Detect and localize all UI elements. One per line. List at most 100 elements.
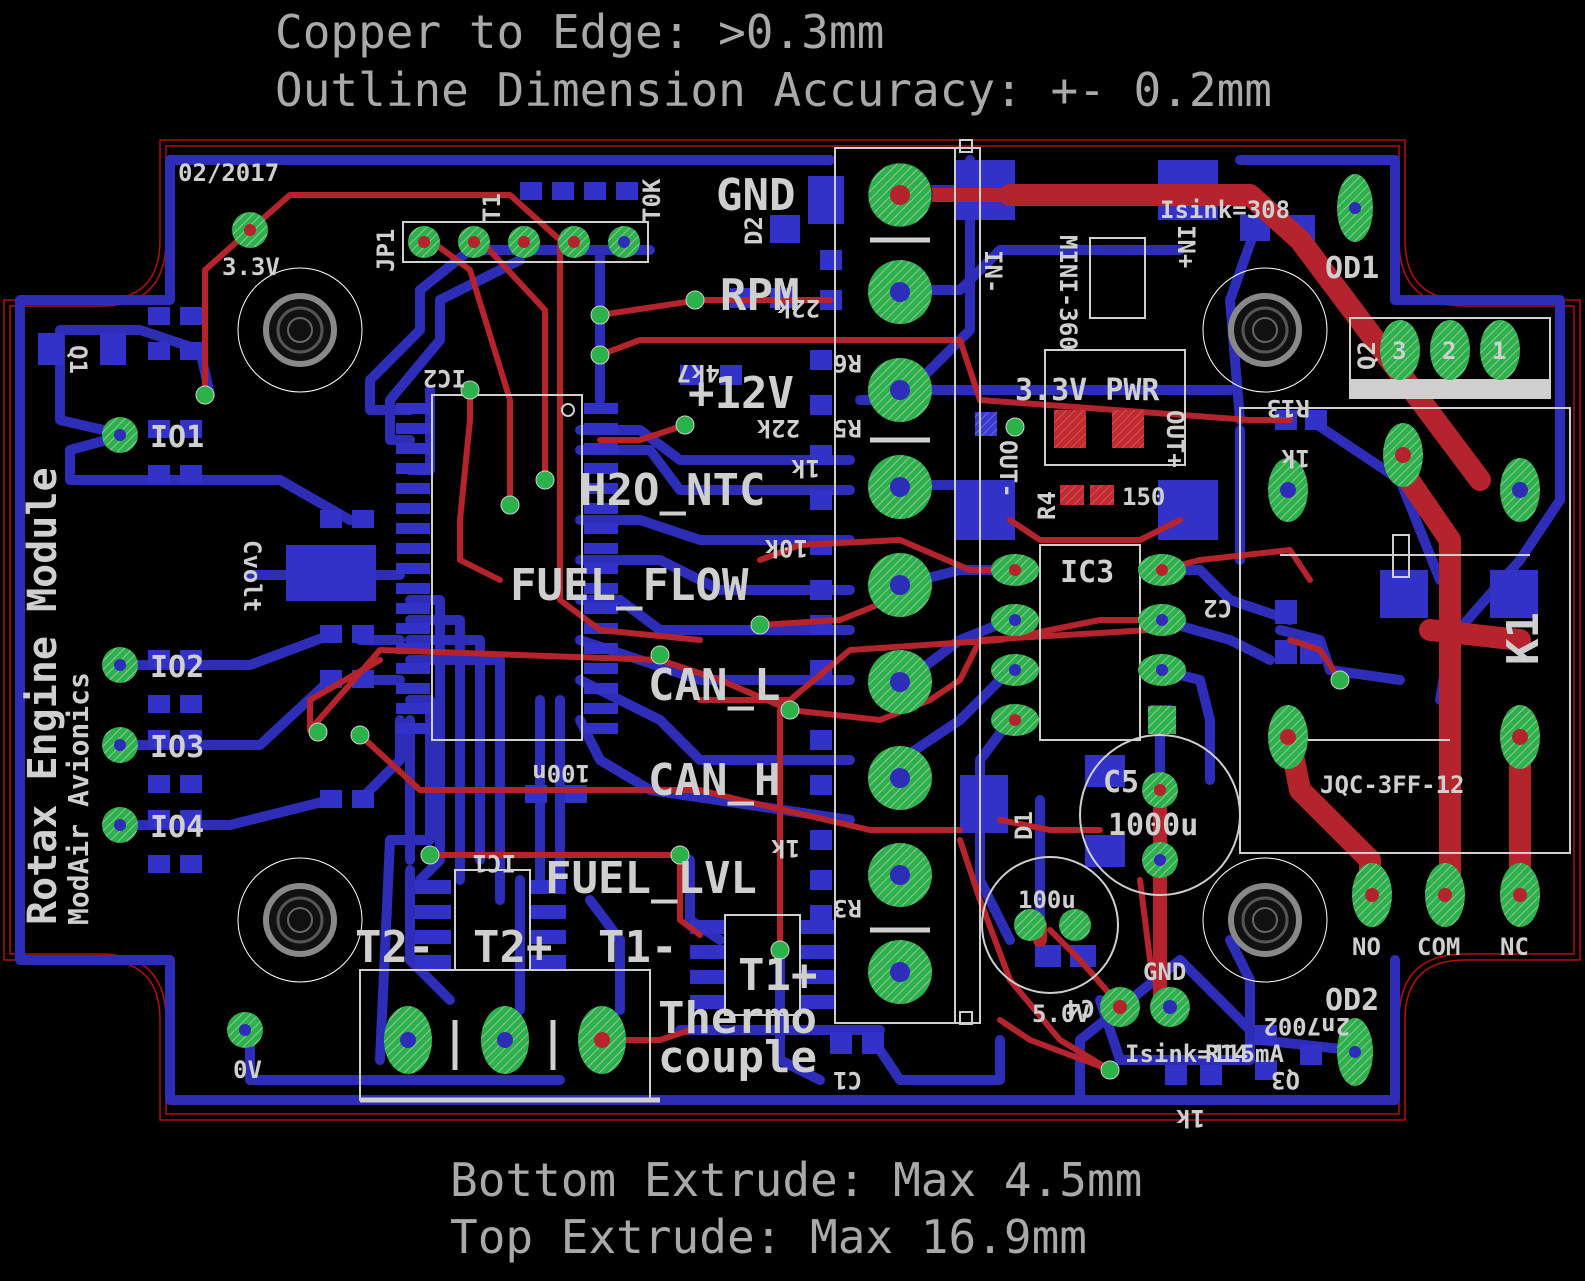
label-can-h: CAN_H [648,755,780,806]
vias [195,290,1350,1080]
label-q1: Q1 [64,345,92,374]
io-pads [102,212,268,1048]
label-c-100u: 100u [1018,886,1076,914]
mounting-hole-tr [1202,267,1328,393]
label-no: NO [1352,933,1381,961]
mounting-hole-br [1202,857,1328,983]
through-hole-pads [102,162,1540,1086]
label-t0k: T0K [638,178,666,222]
ic2-pins-right [584,403,618,734]
label-r14-1k: 1k [1176,1104,1205,1132]
label-q3: Q3 [1271,1066,1300,1094]
label-3v3-pwr: 3.3V PWR [1015,373,1160,408]
label-c4: C4 [1066,994,1095,1022]
label-r14: R14 [1205,1040,1248,1068]
label-c1: C1 [833,1066,862,1094]
label-c-100n: 100n [532,759,590,787]
label-gnd: GND [716,170,795,221]
label-r-22k-a: 22k [776,294,820,322]
label-io2: IO2 [150,650,204,685]
label-out-minus: OUT- [994,440,1022,498]
silkscreen-text: 02/2017 Rotax Engine Module ModAir Avion… [20,159,1549,1132]
relay-pads [1268,423,1540,927]
label-k1: K1 [1498,612,1549,665]
mounting-hole-tl [237,267,363,393]
label-d2: D2 [740,216,768,245]
label-r4-val: 150 [1122,483,1165,511]
mounting-hole-bl [237,857,363,983]
terminal-pads [867,162,933,1004]
label-isink-115: Isink=115mA [1125,1040,1284,1068]
label-od1: OD1 [1325,251,1379,286]
label-2n7002: 2n7002 [1263,1012,1350,1040]
label-can-l: CAN_L [648,660,780,711]
label-5v: 5.0V [1032,1000,1090,1028]
label-t1-minus: T1- [598,922,677,973]
label-com: COM [1417,933,1460,961]
label-3v3: 3.3V [222,253,280,281]
ic3-pads [991,554,1186,736]
label-mini360: MINI-360 [1054,235,1082,351]
label-fuel-flow: FUEL_FLOW [510,560,749,611]
jp1-pads [408,226,640,258]
label-r6: R6 [833,349,862,377]
fab-notes: Copper to Edge: >0.3mm Outline Dimension… [275,5,1272,1264]
label-in-plus: IN+ [1172,225,1200,268]
label-r-10k: 10k [764,534,808,562]
label-ic1: IC1 [473,849,516,877]
label-relay: JQC-3FF-12 [1320,771,1465,799]
label-io3: IO3 [150,730,204,765]
label-r5: R5 [833,414,862,442]
label-nc: NC [1500,933,1529,961]
label-q2-pin2: 2 [1442,337,1456,365]
label-r3: R3 [833,894,862,922]
label-c5-val: 1000u [1108,808,1198,843]
label-r-1k-b: 1k [771,834,800,862]
label-couple: couple [658,1032,817,1083]
label-q2: Q2 [1353,341,1381,370]
label-cvolt: Cvolt [238,540,266,612]
label-t1-plus: T1+ [738,950,817,1001]
silkscreen-outlines [359,139,1571,1103]
label-t1: T1 [478,193,506,222]
bottom-smd-pads [38,160,1538,1085]
label-isink-308: Isink=308 [1160,196,1290,224]
label-ic2: IC2 [423,364,466,392]
mounting-holes [237,267,1328,983]
label-in-minus: IN- [979,250,1007,293]
label-r-1k-a: 1k [791,454,820,482]
label-c5: C5 [1103,765,1139,800]
label-h2o-ntc: H2O_NTC [580,465,765,516]
label-12v: +12V [688,368,794,419]
note-top-extrude: Top Extrude: Max 16.9mm [450,1210,1087,1264]
note-copper-to-edge: Copper to Edge: >0.3mm [275,5,884,59]
board-subtitle: ModAir Avionics [62,672,95,925]
top-smd-pads [975,410,1144,505]
label-ic3: IC3 [1060,555,1114,590]
board-title: Rotax Engine Module [20,467,66,925]
q2-pads [1380,320,1520,380]
label-t2-minus: T2- [355,922,434,973]
board-date: 02/2017 [178,159,279,187]
label-out-plus: OUT+ [1161,410,1189,468]
ic2-pins-left [396,403,430,734]
label-q2-pin3: 3 [1392,337,1406,365]
label-fuel-lvl: FUEL_LVL [545,853,757,904]
label-rpm: RPM [720,270,799,321]
note-outline-accuracy: Outline Dimension Accuracy: +- 0.2mm [275,63,1272,117]
label-q2-pin1: 1 [1492,337,1506,365]
label-c2: C2 [1203,594,1232,622]
label-t2-plus: T2+ [473,922,552,973]
label-d1: D1 [1010,811,1038,840]
label-io4: IO4 [150,810,204,845]
label-r4: R4 [1033,491,1061,520]
label-r-4k7: 4k7 [677,359,720,387]
label-thermo: Thermo [658,993,817,1044]
note-bottom-extrude: Bottom Extrude: Max 4.5mm [450,1153,1142,1207]
label-0v: 0V [233,1056,262,1084]
label-r-22k-b: 22k [756,414,800,442]
label-io1: IO1 [150,420,204,455]
label-jp1: JP1 [372,229,400,272]
label-gnd-small: GND [1143,958,1186,986]
